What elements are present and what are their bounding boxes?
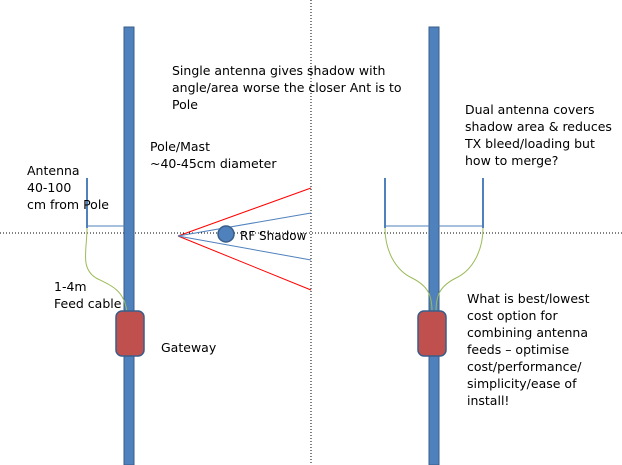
left-pole	[123, 26, 135, 465]
shadow-blue-lower	[177, 235, 312, 261]
right-feed-cable-right	[435, 227, 484, 313]
dual-antenna-note: Dual antenna covers shadow area & reduce…	[465, 102, 612, 168]
shadow-red-upper	[177, 187, 312, 237]
left-feed-cable	[85, 227, 128, 313]
right-pole	[428, 26, 440, 465]
combining-question-note: What is best/lowest cost option for comb…	[467, 291, 590, 408]
antenna-label: Antenna 40-100 cm from Pole	[27, 163, 109, 212]
right-feed-cable-left	[384, 227, 433, 313]
pole-label: Pole/Mast ~40-45cm diameter	[150, 139, 277, 171]
gateway-label: Gateway	[161, 340, 217, 355]
feed-cable-label: 1-4m Feed cable	[54, 279, 122, 311]
single-antenna-note: Single antenna gives shadow with angle/a…	[172, 63, 402, 112]
shadow-red-lower	[177, 235, 312, 291]
pole-cross-section	[217, 225, 235, 243]
left-gateway	[115, 310, 145, 357]
right-gateway	[417, 310, 447, 357]
shadow-blue-upper	[177, 212, 312, 237]
rf-shadow-label: RF Shadow	[240, 229, 307, 243]
